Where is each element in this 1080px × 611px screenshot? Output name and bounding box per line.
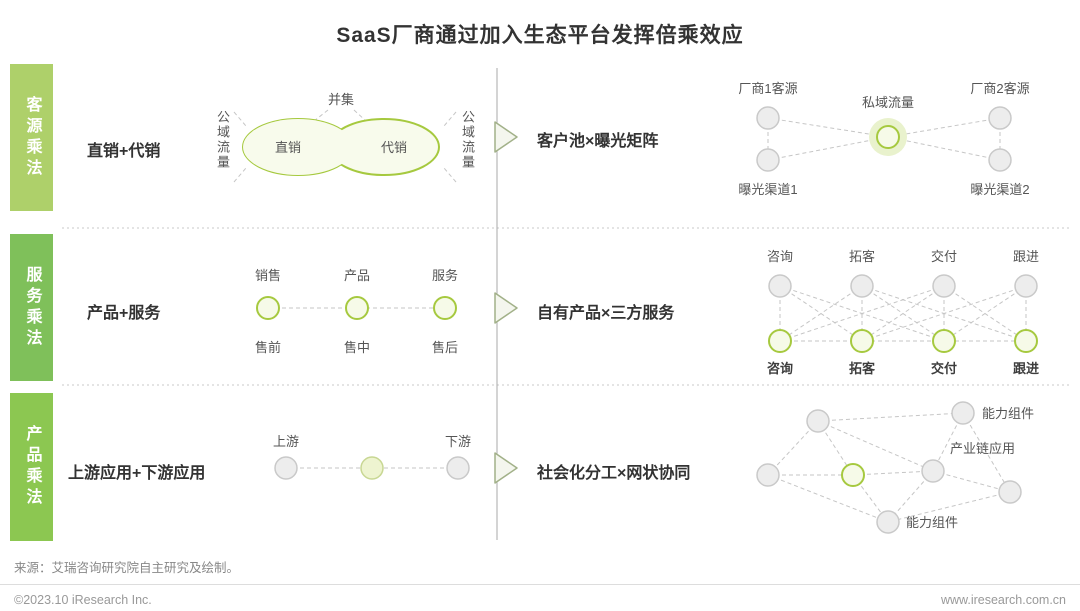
mesh-node-highlight [841, 463, 865, 487]
public-traffic-label-right: 公域流量 [460, 110, 475, 170]
chain-top-label: 销售 [255, 268, 281, 283]
node-deliver-top [932, 274, 956, 298]
page-title: SaaS厂商通过加入生态平台发挥倍乘效应 [336, 24, 744, 47]
downstream-label: 下游 [445, 434, 471, 449]
node-product [345, 296, 369, 320]
node-vendor2 [988, 106, 1012, 130]
copyright-text: ©2023.10 iResearch Inc. [14, 593, 152, 607]
source-note: 来源：艾瑞咨询研究院自主研究及绘制。 [14, 561, 240, 575]
matrix-top-label: 交付 [931, 249, 957, 264]
node-consult-top [768, 274, 792, 298]
matrix-links [779, 285, 1027, 342]
row1-right-label: 客户池×曝光矩阵 [537, 133, 659, 150]
customer-pool-network: 厂商1客源 私域流量 厂商2客源 曝光渠道1 曝光渠道2 [738, 81, 1029, 197]
node-deliver-bottom [932, 329, 956, 353]
venn-set1-label: 直销 [275, 140, 301, 155]
node-consult-bottom [768, 329, 792, 353]
capability-bottom-label: 能力组件 [906, 515, 958, 530]
vendor2-label: 厂商2客源 [970, 81, 1029, 96]
row-separators [62, 227, 1072, 386]
private-traffic-label: 私域流量 [862, 95, 914, 110]
public-traffic-label-left: 公域流量 [215, 110, 230, 170]
chain-top-label: 产品 [344, 268, 370, 283]
upstream-label: 上游 [273, 434, 299, 449]
row1-left-label: 直销+代销 [87, 143, 161, 160]
node-channel1 [756, 148, 780, 172]
node-acquire-bottom [850, 329, 874, 353]
node-middle [360, 456, 384, 480]
matrix-top-label: 咨询 [767, 249, 793, 264]
row-tab-service-multiplication: 服务乘法 [10, 234, 53, 381]
node-vendor1 [756, 106, 780, 130]
product-service-chain: 销售 产品 服务 售前 售中 售后 [255, 268, 458, 355]
arrow-row2-icon [494, 292, 518, 324]
venn-union-label: 并集 [328, 92, 354, 107]
capability-top-label: 能力组件 [982, 406, 1034, 421]
industry-chain-app-label: 产业链应用 [950, 441, 1015, 456]
venn-diagram: 并集 直销 代销 [233, 92, 457, 183]
node-follow-top [1014, 274, 1038, 298]
channel2-label: 曝光渠道2 [970, 182, 1029, 197]
matrix-bottom-label: 交付 [931, 361, 957, 376]
vendor1-label: 厂商1客源 [738, 81, 797, 96]
matrix-bottom-label: 跟进 [1013, 361, 1039, 376]
row3-right-label: 社会化分工×网状协同 [537, 465, 691, 482]
mesh-collaboration-network: 能力组件 产业链应用 能力组件 [756, 401, 1034, 534]
chain-bottom-label: 售前 [255, 340, 281, 355]
chain-bottom-label: 售后 [432, 340, 458, 355]
matrix-top-label: 拓客 [849, 249, 875, 264]
arrow-row1-icon [494, 121, 518, 153]
node-service [433, 296, 457, 320]
mesh-node [756, 463, 780, 487]
matrix-bottom-label: 拓客 [849, 361, 876, 376]
row2-right-label: 自有产品×三方服务 [537, 305, 675, 322]
node-downstream [446, 456, 470, 480]
venn-set2-label: 代销 [381, 140, 407, 155]
row-tab-customer-multiplication: 客源乘法 [10, 64, 53, 211]
mesh-node-capability-top [951, 401, 975, 425]
node-upstream [274, 456, 298, 480]
chain-bottom-label: 售中 [344, 340, 370, 355]
mesh-node-industry-app [921, 459, 945, 483]
node-follow-bottom [1014, 329, 1038, 353]
upstream-downstream-chain: 上游 下游 [273, 434, 471, 480]
footer-bar: ©2023.10 iResearch Inc. www.iresearch.co… [0, 584, 1080, 607]
node-sales [256, 296, 280, 320]
mesh-node [806, 409, 830, 433]
channel1-label: 曝光渠道1 [738, 182, 797, 197]
node-channel2 [988, 148, 1012, 172]
website-text: www.iresearch.com.cn [940, 593, 1066, 607]
mesh-node-capability-bottom [876, 510, 900, 534]
matrix-bottom-label: 咨询 [767, 361, 793, 376]
service-matrix-network: 咨询 拓客 交付 跟进 咨询 拓客 交付 跟进 [767, 249, 1039, 376]
row2-left-label: 产品+服务 [87, 305, 161, 322]
arrow-row3-icon [494, 452, 518, 484]
mesh-links [767, 412, 1011, 523]
row3-left-label: 上游应用+下游应用 [68, 465, 206, 482]
row-tab-product-multiplication: 产品乘法 [10, 393, 53, 541]
chain-top-label: 服务 [432, 268, 458, 283]
matrix-top-label: 跟进 [1013, 249, 1039, 264]
mesh-node [998, 480, 1022, 504]
node-private-traffic [876, 125, 900, 149]
node-acquire-top [850, 274, 874, 298]
